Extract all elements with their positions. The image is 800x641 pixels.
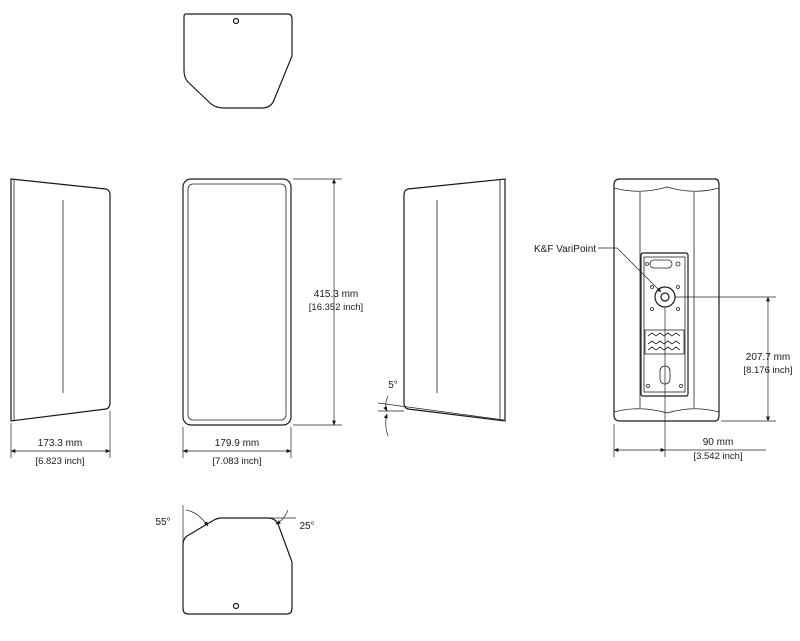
side-width-mm-label: 173.3 mm: [38, 438, 82, 449]
varipoint-callout-label: K&F VariPoint: [534, 244, 596, 255]
front-width-mm-label: 179.9 mm: [215, 438, 259, 449]
left-side-view: 173.3 mm [6.823 inch]: [10, 178, 111, 467]
tilt-angle-label: 5°: [388, 380, 398, 391]
side-width-inch-label: [6.823 inch]: [35, 456, 84, 467]
pivot-depth-inch-label: [3.542 inch]: [693, 451, 742, 462]
pivot-height-mm-label: 207.7 mm: [746, 352, 790, 363]
mount-hole-bottom-icon: [232, 602, 240, 610]
right-bevel-angle-label: 25°: [299, 521, 314, 532]
bottom-view: 55° 25°: [155, 505, 315, 615]
front-view: 179.9 mm [7.083 inch] 415.3 mm [16.352 i…: [182, 178, 363, 467]
top-view: [183, 13, 293, 109]
mount-hole-icon: [232, 17, 240, 25]
left-bevel-angle-label: 55°: [155, 517, 170, 528]
front-width-inch-label: [7.083 inch]: [212, 456, 261, 467]
rear-view: K&F VariPoint 207.7 mm [8.176 inch] 90 m…: [534, 178, 793, 462]
pivot-depth-mm-label: 90 mm: [703, 437, 734, 448]
front-height-mm-label: 415.3 mm: [314, 289, 358, 300]
pivot-height-inch-label: [8.176 inch]: [743, 365, 792, 376]
front-height-inch-label: [16.352 inch]: [309, 302, 363, 313]
right-side-view: 5°: [377, 178, 506, 437]
